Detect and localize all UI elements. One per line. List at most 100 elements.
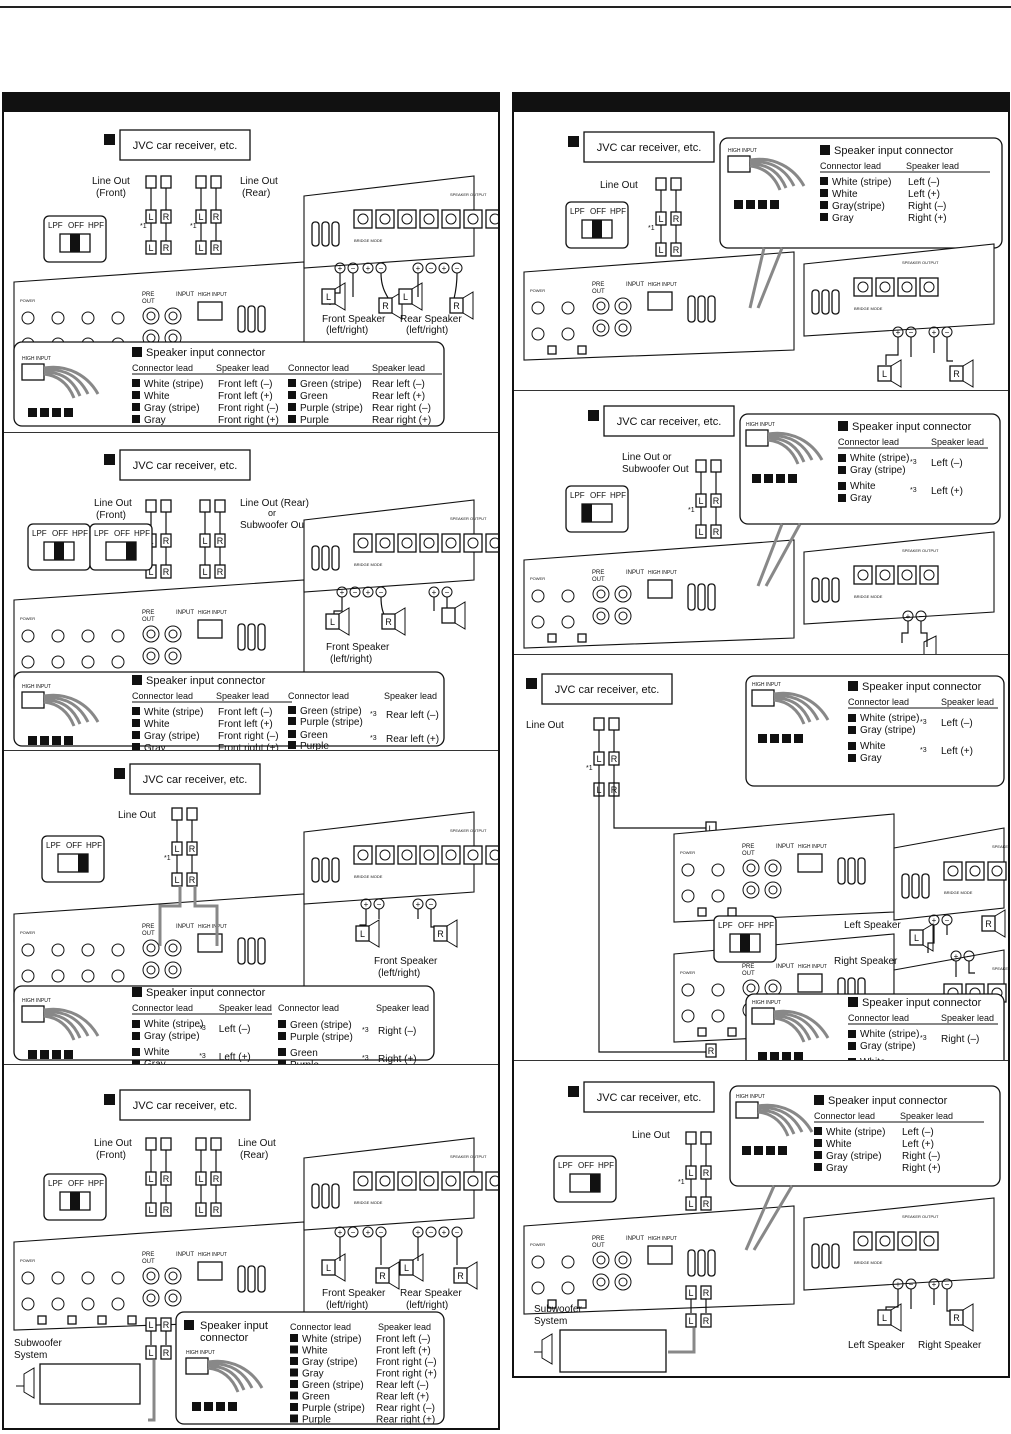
- connector-callout: [729, 1085, 1001, 1187]
- rca-jack: [695, 459, 707, 473]
- rca-letter: L: [148, 1205, 153, 1215]
- lead-name: Gray: [826, 1163, 848, 1174]
- rca-letter: L: [148, 1174, 153, 1184]
- speaker-terminal: [397, 845, 417, 865]
- cooling-slot: [257, 305, 266, 333]
- speaker-terminal: [441, 1171, 461, 1191]
- control-knob: [531, 615, 545, 629]
- rca-plug: [145, 240, 157, 255]
- speaker-terminal: [441, 845, 461, 865]
- rca-socket-inner: [768, 885, 778, 895]
- cooling-slot: [697, 1249, 706, 1277]
- lpf-label: LPF: [558, 1161, 573, 1170]
- front-speaker-label: Front Speaker: [322, 1288, 386, 1299]
- speaker-lead: Rear right (+): [376, 1415, 435, 1426]
- rca-plug: [670, 242, 682, 257]
- rca-socket-inner: [146, 1293, 156, 1303]
- speaker-output-label: SPEAKER OUTPUT: [992, 844, 1008, 849]
- rca-plug: [160, 564, 172, 579]
- lead-marker: [758, 734, 767, 743]
- cooling-slot: [237, 305, 246, 333]
- front-speaker-label: Front Speaker: [322, 314, 386, 325]
- terminal-screw: [379, 537, 391, 549]
- control-knob: [21, 943, 35, 957]
- pre-out-label: PRE: [592, 570, 604, 576]
- lead-color-marker: [290, 1334, 298, 1342]
- control-knob: [711, 983, 725, 997]
- speaker: [398, 288, 413, 305]
- connector-title: Speaker input connector: [828, 1095, 948, 1107]
- speaker-cone: [890, 1303, 902, 1332]
- rca-jack: [700, 1131, 712, 1145]
- terminal-screw: [923, 281, 935, 293]
- rca-letter: L: [202, 536, 207, 546]
- rca-cable: [204, 512, 221, 534]
- rca-cable: [150, 1150, 167, 1172]
- lead-name: White: [860, 1057, 886, 1060]
- connector-title: Speaker input connector: [146, 987, 266, 999]
- subwoofer-box: [559, 1329, 667, 1373]
- rca-plug: [655, 242, 667, 257]
- connector-plug: [185, 1357, 209, 1375]
- high-input-socket: [797, 973, 823, 993]
- speaker-terminal: [987, 861, 1007, 881]
- lead-color-marker: [848, 1058, 856, 1060]
- terminal-screw: [445, 849, 457, 861]
- lead-marker: [64, 1050, 73, 1059]
- lead-marker: [782, 734, 791, 743]
- terminal-screw: [423, 849, 435, 861]
- lead-color-marker: [288, 415, 296, 423]
- lead-name: Gray (stripe): [144, 1031, 200, 1042]
- speaker-lead: Left (–): [941, 718, 973, 729]
- harness-wires: [749, 157, 806, 191]
- rca-plug: [145, 1345, 157, 1360]
- lead-color-marker: [848, 726, 856, 734]
- rca-cable: [200, 223, 217, 241]
- plus-terminal: [362, 586, 374, 598]
- lead-marker: [192, 1402, 201, 1411]
- harness-to-amp: [744, 1185, 794, 1251]
- terminal-screw: [423, 213, 435, 225]
- terminal-screw: [857, 1235, 869, 1247]
- control-knob: [111, 1271, 125, 1285]
- lead-name: White: [832, 189, 858, 200]
- terminal-screw: [857, 281, 869, 293]
- speaker-letter: R: [953, 369, 960, 379]
- top-rule: [0, 6, 1011, 8]
- left-speaker-label: Left Speaker: [848, 1340, 905, 1351]
- right-column-header-bar: [514, 94, 1008, 112]
- connector-marker: [848, 997, 858, 1007]
- note-star3: *3: [920, 747, 927, 754]
- lpf-label: LPF: [570, 491, 585, 500]
- rca-jack: [145, 499, 157, 513]
- note-star1: *1: [140, 223, 147, 230]
- rca-cable: [700, 507, 717, 525]
- terminal-screw: [969, 865, 981, 877]
- speaker-terminal: [919, 565, 939, 585]
- rca-socket: [742, 859, 760, 877]
- rca-socket: [142, 939, 160, 957]
- speaker-terminal: [353, 845, 373, 865]
- lead-color-marker: [132, 1032, 140, 1040]
- speaker: [449, 297, 464, 314]
- cooling-slot: [857, 857, 866, 885]
- cooling-slot: [247, 305, 256, 333]
- filter-switch-small: [577, 1299, 587, 1309]
- pre-out-label: PRE: [142, 610, 154, 616]
- high-input-label: HIGH INPUT: [648, 282, 677, 288]
- subwoofer-speaker: [534, 1333, 553, 1365]
- rca-cable: [660, 190, 677, 212]
- minus-sign: −: [945, 1280, 950, 1289]
- speaker-letter: L: [330, 617, 335, 627]
- lead-name: Green (stripe): [302, 1380, 364, 1391]
- rca-plug: [171, 872, 183, 887]
- rca-socket: [164, 1289, 182, 1307]
- minus-sign: −: [429, 264, 434, 273]
- lead-marker: [794, 734, 803, 743]
- control-knob: [21, 969, 35, 983]
- hpf-label: HPF: [758, 921, 774, 930]
- power-protector-label: POWER: [530, 288, 545, 293]
- lead-color-marker: [132, 403, 140, 411]
- rca-letter: L: [688, 1288, 693, 1298]
